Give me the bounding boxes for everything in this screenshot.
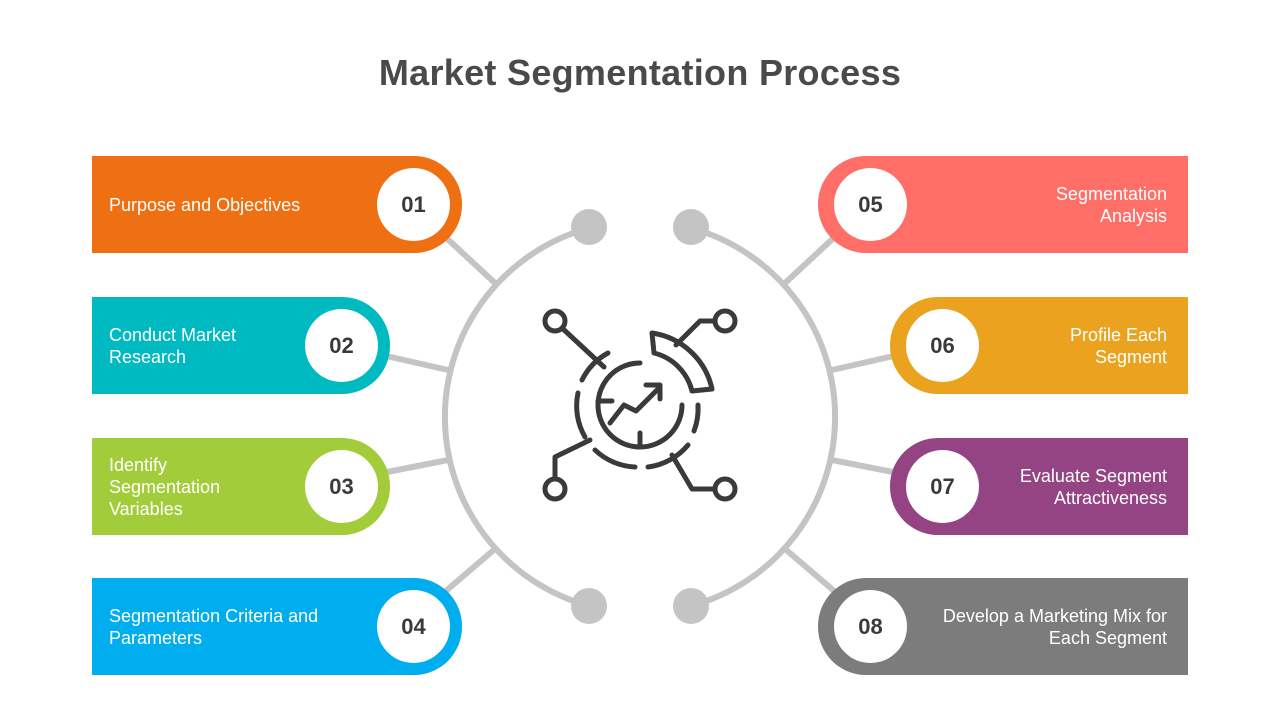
step-pill-08: 08 Develop a Marketing Mix for Each Segm… [818,578,1188,675]
step-label-02: Conduct Market Research [109,324,237,367]
ring-end-dot [571,209,607,245]
step-pill-06: 06 Profile Each Segment [890,297,1188,394]
spoke-08 [782,545,842,599]
spoke-03 [381,457,449,476]
analytics-target-growth-icon [542,308,738,502]
step-number-05: 05 [834,168,907,241]
page-title: Market Segmentation Process [378,52,902,93]
step-label-03: Identify Segmentation Variables [109,454,221,519]
step-number-06: 06 [906,309,979,382]
step-number-04: 04 [377,590,450,663]
step-number-07: 07 [906,450,979,523]
step-label-05: Segmentation Analysis [1055,183,1167,226]
left-ring-arc [441,225,590,609]
spoke-01 [437,229,499,287]
step-pill-03: Identify Segmentation Variables 03 [92,438,390,535]
ring-end-dot [673,209,709,245]
spoke-02 [381,352,449,373]
step-pill-05: 05 Segmentation Analysis [818,156,1188,253]
step-number-01: 01 [377,168,450,241]
step-label-07: Evaluate Segment Attractiveness [1019,465,1167,508]
step-pill-07: 07 Evaluate Segment Attractiveness [890,438,1188,535]
spoke-07 [831,457,899,476]
spoke-06 [831,352,899,373]
step-label-04: Segmentation Criteria and Parameters [109,605,319,648]
step-pill-01: Purpose and Objectives 01 [92,156,462,253]
step-label-08: Develop a Marketing Mix for Each Segment [942,605,1167,648]
step-number-03: 03 [305,450,378,523]
step-number-02: 02 [305,309,378,382]
step-label-01: Purpose and Objectives [109,194,301,215]
right-ring-arc [690,225,839,609]
step-pill-02: Conduct Market Research 02 [92,297,390,394]
spoke-04 [438,545,498,599]
step-label-06: Profile Each Segment [1069,324,1167,367]
step-number-08: 08 [834,590,907,663]
step-pill-04: Segmentation Criteria and Parameters 04 [92,578,462,675]
ring-end-dot [673,588,709,624]
ring-end-dot [571,588,607,624]
spoke-05 [781,229,843,287]
